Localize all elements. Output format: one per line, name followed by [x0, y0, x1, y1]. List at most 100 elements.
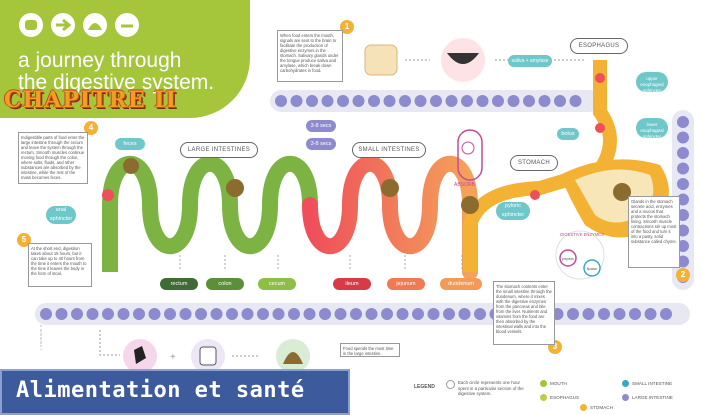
hour-dot — [677, 131, 689, 144]
legend-description: Each circle represents one hour spent in… — [458, 380, 524, 396]
hour-dot — [430, 95, 442, 107]
upper-sphincter-marker — [595, 73, 605, 83]
legend-label: STOMACH — [590, 405, 613, 410]
hour-dot — [443, 308, 455, 320]
hour-dot — [86, 308, 99, 320]
note-most-time: Food spends the most time in the large i… — [340, 343, 400, 357]
plus-sign: + — [170, 352, 176, 363]
esophagus-label: ESOPHAGUS — [570, 38, 628, 54]
hour-dot — [350, 308, 362, 320]
chapter-heading: CHAPITRE II — [4, 87, 177, 113]
hour-dot — [257, 308, 269, 320]
feces-icon — [123, 158, 139, 174]
step-number-2: 2 — [676, 268, 690, 282]
hour-dot — [523, 95, 535, 107]
hour-dot — [117, 308, 130, 320]
esophagus-path — [463, 60, 617, 272]
anal-sphincter-pill: anal sphincter — [46, 206, 76, 224]
time-pill-b: 3-8 secs — [306, 138, 336, 150]
hour-dot — [569, 95, 582, 107]
hour-dot — [644, 308, 657, 320]
hour-dot — [381, 308, 393, 320]
hour-dot — [412, 308, 424, 320]
segment-colon: colon — [206, 278, 244, 290]
hour-dot — [427, 308, 440, 320]
person-icon — [134, 346, 146, 364]
hour-dot — [383, 95, 396, 107]
hour-dot — [306, 95, 318, 107]
hour-dot — [507, 95, 520, 107]
legend-swatch — [622, 394, 629, 401]
stool-icon — [283, 352, 303, 364]
hour-dot — [148, 308, 161, 320]
small-intestines-label: SMALL INTESTINES — [352, 142, 426, 158]
hour-dot — [365, 308, 378, 320]
hour-dot — [195, 308, 207, 320]
note-large-intestine: Indigestible parts of food enter the lar… — [18, 132, 88, 184]
hour-dot — [677, 255, 689, 268]
anal-sphincter-marker — [102, 189, 114, 201]
food-blob-icon — [381, 179, 399, 197]
hour-dot — [660, 308, 672, 320]
legend-swatch — [540, 394, 547, 401]
pyloric-sphincter-pill: pyloric sphincter — [496, 202, 530, 220]
food-blob-icon — [226, 179, 244, 197]
bread-icon — [364, 44, 398, 76]
step-number-5: 5 — [17, 233, 31, 247]
hour-dot — [677, 162, 689, 175]
hour-dot — [629, 308, 641, 320]
hour-dot — [321, 95, 334, 107]
legend-swatch — [580, 404, 587, 411]
note-small-intestine: The stomach contents enter the small int… — [493, 281, 555, 345]
step-number-4: 4 — [84, 121, 98, 135]
hour-dot — [399, 95, 411, 107]
hour-dot — [598, 308, 610, 320]
legend-swatch — [540, 380, 547, 387]
hour-dot — [396, 308, 409, 320]
hour-dot — [40, 308, 52, 320]
note-duration: At the short end, digestion takes about … — [28, 243, 92, 287]
mouth-icon — [447, 53, 479, 64]
step-number-1: 1 — [340, 20, 354, 34]
hour-dot — [492, 95, 504, 107]
hour-dot — [334, 308, 347, 320]
hour-dot — [445, 95, 458, 107]
note-stomach: Glands in the stomach secrete acid, enzy… — [628, 196, 680, 268]
large-intestine-path — [102, 155, 318, 255]
hour-dot — [226, 308, 238, 320]
page-title: a journey through the digestive system. — [18, 49, 215, 94]
hour-dot — [337, 95, 349, 107]
chyme-icon — [613, 183, 631, 201]
hour-dot — [288, 308, 300, 320]
hour-dot — [677, 209, 689, 221]
absorb-label: ABSORB — [454, 182, 475, 188]
pyloric-sphincter-marker — [530, 190, 540, 200]
segment-jejunum: jejunum — [387, 278, 425, 290]
toilet-paper-icon — [199, 346, 217, 366]
hour-dot — [476, 95, 489, 107]
hour-dot — [272, 308, 285, 320]
note-mouth: When food enters the mouth, signals are … — [277, 30, 343, 82]
lipase-circle — [583, 259, 601, 277]
segment-duodenum: duodenum — [440, 278, 482, 290]
segment-ileum: ileum — [333, 278, 371, 290]
upper-sphincter-pill: upper esophageal sphincter — [636, 72, 668, 93]
hour-dot — [179, 308, 192, 320]
hour-dot — [303, 308, 316, 320]
hour-dot — [241, 308, 254, 320]
legend-label: SMALL INTESTINE — [632, 381, 673, 386]
hour-dot — [677, 240, 689, 252]
header-icons — [19, 13, 139, 37]
hour-dot — [133, 308, 145, 320]
pepsin-circle — [559, 249, 577, 267]
digestive-enzymes-label: DIGESTIVE ENZYMES — [560, 232, 604, 237]
small-intestine-path — [302, 155, 478, 280]
hour-dot — [275, 95, 287, 107]
large-intestines-label: LARGE INTESTINES — [180, 142, 258, 158]
hour-dot — [461, 95, 473, 107]
hour-dot — [567, 308, 579, 320]
nutrient-icon — [461, 141, 475, 155]
hour-dot — [368, 95, 380, 107]
hour-dot — [677, 147, 689, 159]
legend-label: LARGE INTESTINE — [632, 395, 673, 400]
